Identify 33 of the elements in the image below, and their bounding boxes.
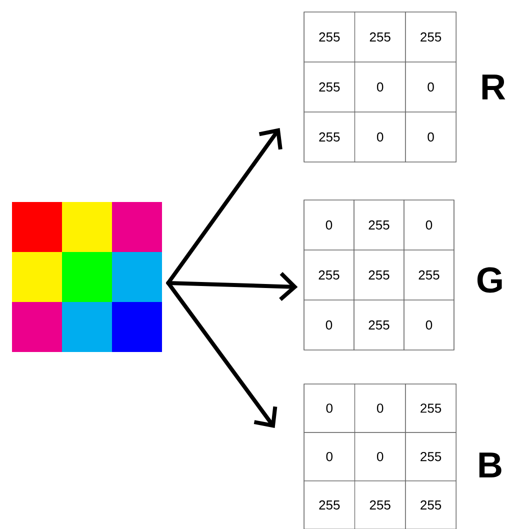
arrow bbox=[166, 281, 278, 428]
table-cell: 255 bbox=[404, 250, 454, 300]
table-cell: 255 bbox=[354, 250, 404, 300]
table-cell: 0 bbox=[354, 112, 406, 162]
table-cell: 0 bbox=[304, 432, 356, 482]
table-cell: 0 bbox=[354, 62, 406, 112]
table-cell: 0 bbox=[304, 384, 356, 433]
table-cell: 255 bbox=[304, 112, 356, 162]
table-cell: 255 bbox=[304, 480, 356, 529]
channel-letter: B bbox=[479, 452, 502, 478]
table-cell: 0 bbox=[404, 200, 454, 250]
table-cell: 255 bbox=[354, 480, 406, 529]
table-cell: 255 bbox=[405, 432, 456, 482]
table-cell: 255 bbox=[304, 62, 356, 112]
table-cell: 0 bbox=[404, 300, 454, 350]
table-cell: 0 bbox=[304, 300, 354, 350]
table-cell: 0 bbox=[405, 112, 456, 162]
table-cell: 255 bbox=[354, 300, 404, 350]
table-cell: 255 bbox=[304, 12, 356, 62]
table-cell: 0 bbox=[304, 200, 354, 250]
table-cell: 0 bbox=[405, 62, 456, 112]
table-cell: 0 bbox=[354, 384, 406, 433]
channel-letter: R bbox=[482, 74, 506, 100]
color-grid-drawing bbox=[12, 202, 162, 352]
table-cell: 255 bbox=[354, 200, 404, 250]
table-cell: 255 bbox=[304, 250, 354, 300]
arrow bbox=[166, 272, 298, 301]
table-cell: 255 bbox=[354, 12, 406, 62]
table-cell: 0 bbox=[354, 432, 406, 482]
table-cell: 255 bbox=[405, 480, 456, 529]
table-cell: 255 bbox=[405, 384, 456, 433]
table-cell: 255 bbox=[405, 12, 456, 62]
channel-letter: G bbox=[477, 267, 502, 293]
